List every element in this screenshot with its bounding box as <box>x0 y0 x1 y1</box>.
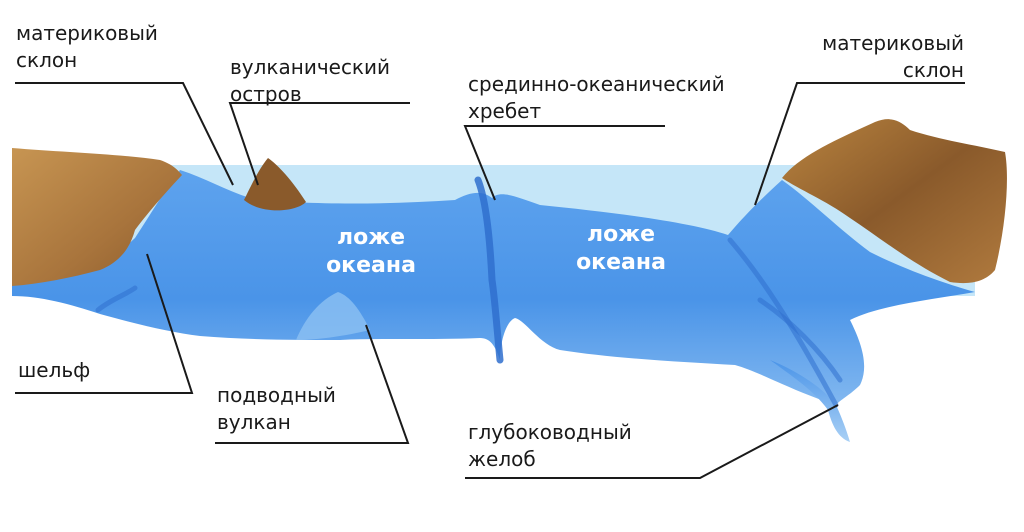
label-continental-slope-left: материковый склон <box>16 20 158 74</box>
label-volcanic-island: вулканический остров <box>230 54 390 108</box>
label-underwater-volcano-line-1: подводный <box>217 383 336 407</box>
label-deep-trench-line-2: желоб <box>468 447 536 471</box>
label-continental-slope-right: материковый склон <box>822 30 964 84</box>
label-continental-slope-right-line-2: склон <box>902 58 964 82</box>
label-continental-slope-left-line-1: материковый <box>16 21 158 45</box>
label-ocean-floor-left-line-2: океана <box>326 253 416 278</box>
label-mid-ocean-ridge-line-1: срединно-океанический <box>468 72 725 96</box>
left-land-mass <box>12 148 182 286</box>
leader-underwater-volcano <box>215 324 410 444</box>
label-volcanic-island-line-1: вулканический <box>230 55 391 79</box>
label-deep-trench: глубоководный желоб <box>468 419 632 473</box>
label-underwater-volcano: подводный вулкан <box>217 382 336 436</box>
leader-volcanic-island <box>228 102 410 186</box>
label-underwater-volcano-line-2: вулкан <box>217 410 291 434</box>
label-shelf: шельф <box>18 357 90 384</box>
label-volcanic-island-line-2: остров <box>230 82 302 106</box>
leader-continental-slope-right <box>754 82 965 206</box>
leader-mid-ocean-ridge <box>463 125 665 201</box>
label-ocean-floor-left: ложе океана <box>316 224 426 280</box>
floor-shading-left <box>95 285 138 313</box>
label-ocean-floor-right-line-2: океана <box>576 250 666 275</box>
floor-shading-right-2 <box>757 297 843 383</box>
leader-shelf <box>15 253 194 394</box>
label-ocean-floor-right-line-1: ложе <box>586 222 656 247</box>
label-mid-ocean-ridge: срединно-океанический хребет <box>468 71 725 125</box>
label-mid-ocean-ridge-line-2: хребет <box>468 99 542 123</box>
label-shelf-line-1: шельф <box>18 358 91 382</box>
ridge-crest <box>474 176 504 364</box>
volcanic-island-shape <box>244 158 306 211</box>
floor-shading-right <box>727 237 839 408</box>
label-ocean-floor-right: ложе океана <box>566 221 676 277</box>
right-land-mass <box>782 119 1007 284</box>
leader-continental-slope-left <box>15 82 234 186</box>
label-ocean-floor-left-line-1: ложе <box>336 225 406 250</box>
deep-trench-shape <box>770 360 850 442</box>
leader-deep-trench <box>465 404 839 479</box>
underwater-volcano-shape <box>296 292 370 340</box>
label-continental-slope-left-line-2: склон <box>16 48 78 72</box>
label-continental-slope-right-line-1: материковый <box>822 31 964 55</box>
label-deep-trench-line-1: глубоководный <box>468 420 632 444</box>
